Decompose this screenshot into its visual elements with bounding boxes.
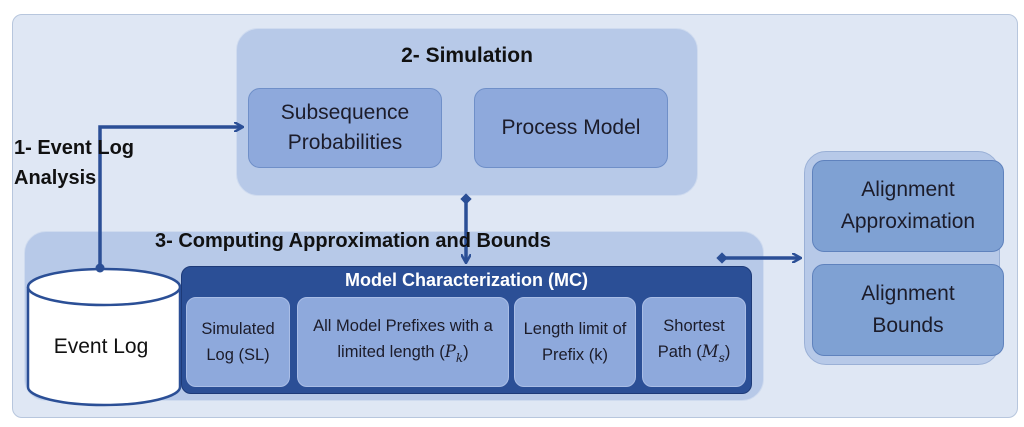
subsequence-probabilities-label: Subsequence Probabilities — [280, 101, 410, 154]
simulation-arrow-diamond — [460, 193, 472, 205]
shortest-path-sub: s — [718, 350, 725, 365]
event-log-analysis-title: 1- Event Log Analysis — [14, 133, 134, 193]
event-log-analysis-line1: 1- Event Log — [14, 137, 135, 159]
model-prefixes-text: All Model Prefixes with a limited length… — [313, 317, 493, 365]
model-prefixes-sub: k — [455, 350, 464, 365]
shortest-path-symbol: M — [701, 342, 719, 362]
alignment-bounds-box: Alignment Bounds — [812, 264, 1004, 356]
shortest-path-text: Shortest Path (Ms) — [657, 317, 731, 365]
computing-title: 3- Computing Approximation and Bounds — [155, 230, 551, 252]
length-limit-label: Length limit of Prefix (k) — [523, 320, 636, 364]
mc-arrow-diamond — [716, 252, 728, 264]
event-log-to-simulation-arrow — [98, 127, 242, 268]
process-model-label: Process Model — [501, 116, 641, 139]
simulated-log-box: Simulated Log (SL) — [186, 297, 290, 387]
alignment-approximation-label: Alignment Approximation — [840, 178, 976, 233]
event-log-label: Event Log — [53, 335, 149, 358]
shortest-path-label: Shortest Path — [657, 317, 725, 362]
alignment-bounds-label: Alignment Bounds — [861, 282, 955, 337]
subsequence-probabilities-box: Subsequence Probabilities — [248, 88, 442, 168]
event-log-analysis-line2: Analysis — [14, 167, 97, 189]
event-log-cylinder — [26, 267, 182, 407]
simulation-title: 2- Simulation — [401, 44, 533, 67]
simulated-log-label: Simulated Log (SL) — [201, 320, 275, 364]
model-prefixes-label: All Model Prefixes with a limited length — [313, 317, 493, 362]
shortest-path-box: Shortest Path (Ms) — [642, 297, 746, 387]
event-log-arrow-dot — [95, 263, 105, 273]
model-prefixes-box: All Model Prefixes with a limited length… — [297, 297, 509, 387]
length-limit-box: Length limit of Prefix (k) — [514, 297, 636, 387]
alignment-approximation-box: Alignment Approximation — [812, 160, 1004, 252]
model-characterization-title: Model Characterization (MC) — [344, 270, 589, 290]
model-prefixes-symbol: P — [444, 342, 456, 362]
process-model-box: Process Model — [474, 88, 668, 168]
